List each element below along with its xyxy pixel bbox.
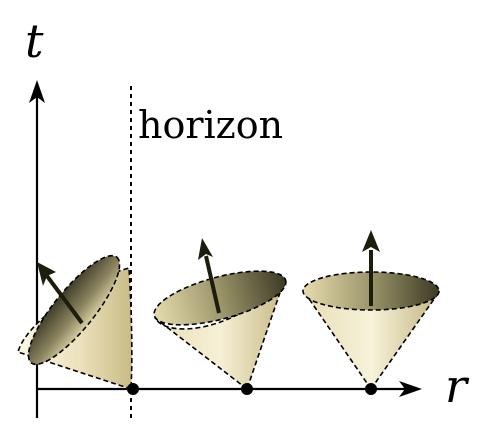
event-point-far bbox=[365, 383, 377, 395]
cone-far-from-horizon-arrowhead bbox=[362, 230, 380, 252]
cone-near-horizon-arrow-shaft bbox=[204, 255, 221, 314]
cone-near-horizon-arrowhead bbox=[198, 238, 213, 260]
cone-near-horizon bbox=[153, 238, 287, 391]
time-axis-arrowhead bbox=[29, 80, 45, 103]
cone-at-horizon-arrow-shaft bbox=[45, 274, 84, 325]
radial-axis-arrowhead bbox=[399, 381, 422, 397]
cone-near-horizon-opening bbox=[153, 270, 287, 326]
cone-far-from-horizon bbox=[302, 230, 440, 391]
time-axis-label: t bbox=[25, 14, 44, 68]
radial-axis-label: r bbox=[445, 359, 470, 413]
event-points bbox=[127, 383, 377, 395]
horizon-label: horizon bbox=[138, 103, 283, 147]
cone-at-horizon-arrowhead bbox=[37, 262, 56, 286]
cone-at-horizon bbox=[17, 254, 133, 391]
event-point-middle bbox=[241, 383, 253, 395]
event-point-horizon bbox=[127, 383, 139, 395]
